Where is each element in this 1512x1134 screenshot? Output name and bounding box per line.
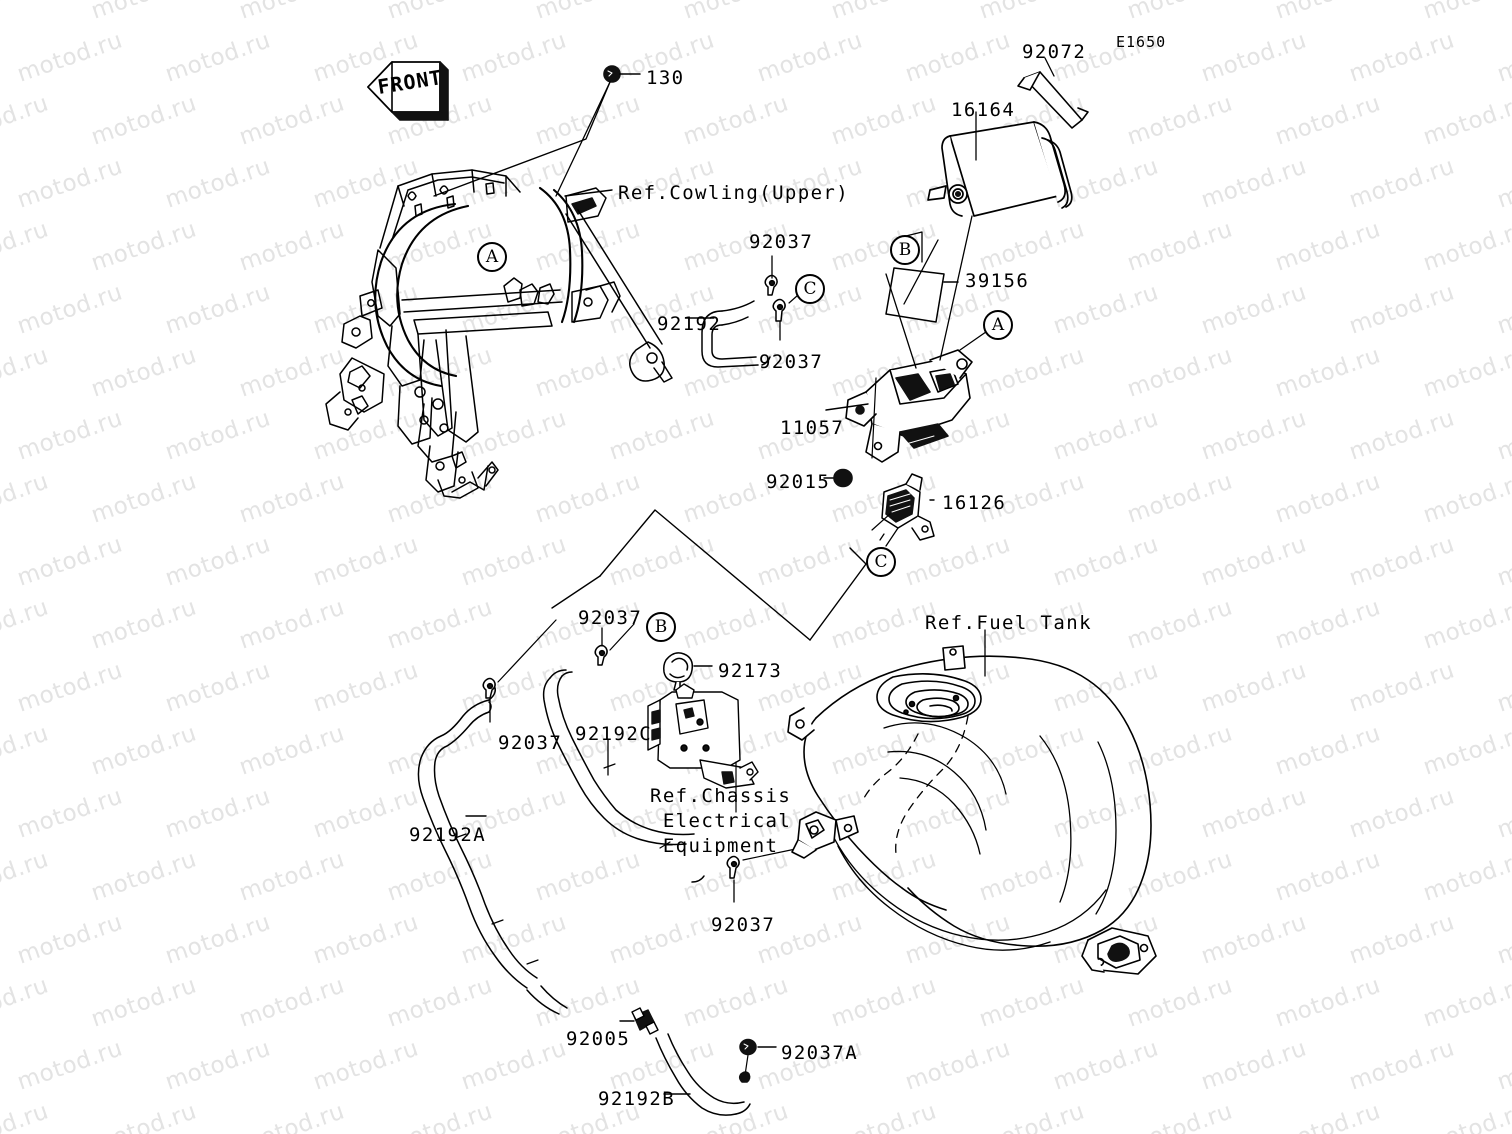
- part-label-p92037a1: 92037: [749, 231, 814, 253]
- part-label-p92192C: 92192C: [575, 723, 653, 745]
- part-label-p92037a2: 92037: [759, 351, 824, 373]
- part-label-p92192B: 92192B: [598, 1088, 676, 1110]
- cowling-bracket-assembly: [325, 169, 673, 499]
- section-marker-a-1: A: [983, 310, 1013, 340]
- part-label-p92037b1: 92037: [578, 607, 643, 629]
- part-label-p130: 130: [646, 67, 685, 89]
- section-marker-b-2: B: [890, 235, 920, 265]
- chassis-electrical-bracket: [647, 683, 759, 813]
- part-label-p92072: 92072: [1022, 41, 1087, 63]
- part-label-p92192: 92192: [657, 313, 722, 335]
- part-label-p92173: 92173: [718, 660, 783, 682]
- section-marker-b-3: B: [646, 612, 676, 642]
- front-arrow-icon: [367, 61, 449, 121]
- canister-16164: [927, 111, 1073, 217]
- hose-92192B: [655, 1033, 751, 1116]
- part-label-p92192A: 92192A: [409, 824, 487, 846]
- part-label-pcowling: Ref.Cowling(Upper): [618, 182, 850, 204]
- pad-39156: [885, 231, 959, 323]
- clamp-band-92072: [1017, 57, 1089, 129]
- clamp-92037-upper-1: [764, 255, 778, 296]
- section-marker-c-4: C: [795, 274, 825, 304]
- part-label-p16126: 16126: [942, 492, 1007, 514]
- clamp-92037A: [738, 1038, 777, 1083]
- hose-92192C: [542, 669, 705, 883]
- clamp-92037-upper-2: [772, 287, 807, 341]
- grommet-92173: [663, 652, 713, 721]
- section-connector-leaders: [551, 509, 867, 641]
- part-label-p16164: 16164: [951, 99, 1016, 121]
- nut-92015: [833, 468, 853, 488]
- part-label-p92005: 92005: [566, 1028, 631, 1050]
- part-label-pfueltank: Ref.Fuel Tank: [925, 612, 1092, 634]
- clamp-92037-lower-1: [482, 619, 557, 723]
- part-label-p92037b3: 92037: [711, 914, 776, 936]
- part-label-chassis-electrical: Ref.Chassis Electrical Equipment: [650, 785, 792, 857]
- part-label-p11057: 11057: [780, 417, 845, 439]
- bolt-130: [433, 65, 641, 197]
- fitting-92005: [619, 1007, 659, 1035]
- hose-92192A: [417, 683, 568, 1015]
- clamp-92037-lower-2: [594, 623, 635, 666]
- diagram-code: E1650: [1116, 33, 1167, 51]
- section-marker-c-5: C: [866, 547, 896, 577]
- hose-92192: [685, 300, 771, 368]
- fuel-tank: [787, 629, 1157, 975]
- front-orientation-label: FRONT: [375, 65, 445, 99]
- valve-16126: [871, 473, 935, 547]
- section-marker-a-0: A: [477, 242, 507, 272]
- part-label-p39156: 39156: [965, 270, 1030, 292]
- bracket-11057: [823, 215, 1007, 479]
- part-label-p92037A: 92037A: [781, 1042, 859, 1064]
- part-label-p92015: 92015: [766, 471, 831, 493]
- part-label-p92037b2: 92037: [498, 732, 563, 754]
